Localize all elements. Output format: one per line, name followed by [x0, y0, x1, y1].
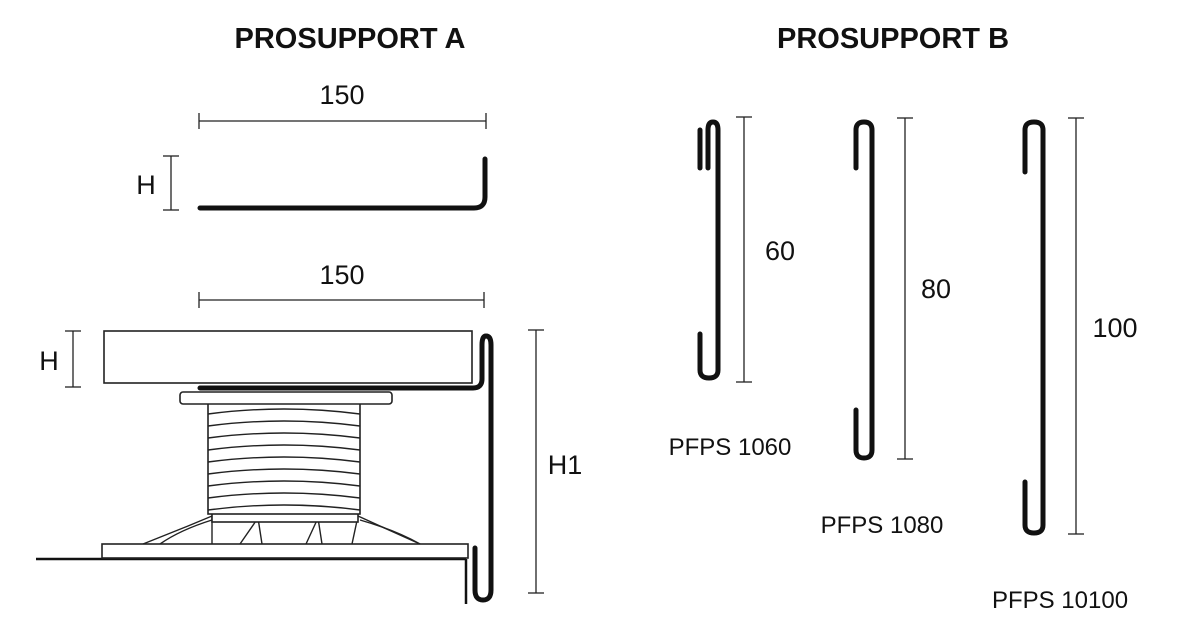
profile-a-assembly: 150 H H1 [36, 260, 582, 604]
label-clip-100-code: PFPS 10100 [992, 587, 1128, 614]
title-prosupport-a: PROSUPPORT A [235, 23, 466, 55]
pedestal-head [179, 391, 393, 405]
label-clip-80-size: 80 [921, 274, 951, 304]
label-top-height: H [136, 170, 156, 200]
l-profile [197, 156, 488, 211]
base-curves [159, 519, 421, 545]
label-clip-60-size: 60 [765, 236, 795, 266]
label-total-height: H1 [548, 450, 583, 480]
clip-shape [697, 119, 721, 381]
label-bottom-width: 150 [319, 260, 364, 290]
label-bottom-height: H [39, 346, 59, 376]
threaded-column [207, 401, 361, 515]
title-prosupport-b: PROSUPPORT B [777, 23, 1009, 55]
clip-80: 80 PFPS 1080 [821, 117, 951, 539]
clip-shape [1022, 119, 1046, 536]
clip-shape [853, 119, 875, 461]
label-top-width: 150 [319, 80, 364, 110]
clip-60: 60 PFPS 1060 [669, 116, 795, 461]
column-threads [207, 408, 361, 511]
label-clip-80-code: PFPS 1080 [821, 512, 944, 539]
label-clip-100-size: 100 [1092, 313, 1137, 343]
label-clip-60-code: PFPS 1060 [669, 434, 792, 461]
l-profile-with-clip [197, 333, 494, 603]
profile-a-top: 150 H [136, 80, 488, 211]
base-plate [101, 543, 469, 559]
clip-100: 100 PFPS 10100 [992, 117, 1138, 614]
paving-slab [103, 330, 473, 384]
